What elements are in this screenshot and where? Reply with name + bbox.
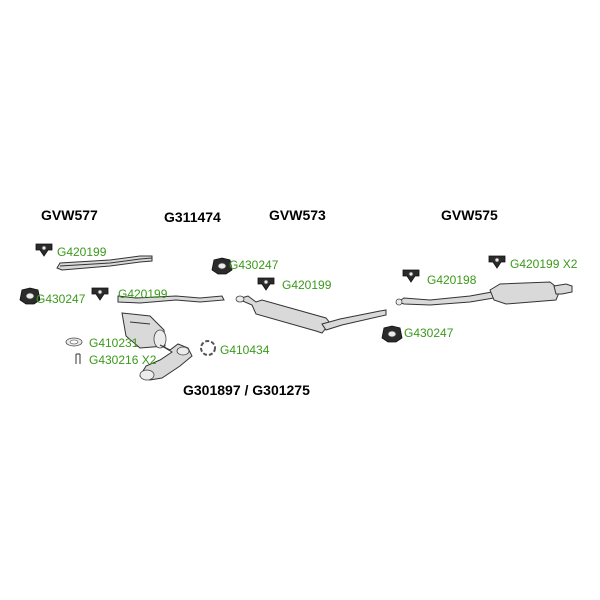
section-title-gvw577: GVW577 — [41, 207, 98, 223]
catalytic-converter-g311474[interactable] — [117, 295, 225, 349]
part-label-g420199[interactable]: G420199 X2 — [510, 257, 578, 271]
part-label-g410434[interactable]: G410434 — [220, 343, 270, 357]
part-label-g410231[interactable]: G410231 — [89, 336, 139, 350]
hanger-icon[interactable] — [488, 255, 506, 269]
rubber-ring-icon[interactable] — [381, 325, 403, 343]
hanger-icon[interactable] — [402, 269, 420, 283]
hanger-icon[interactable] — [91, 287, 109, 301]
clamp-icon[interactable] — [75, 353, 81, 364]
section-title-gvw575: GVW575 — [441, 207, 498, 223]
part-label-g420199[interactable]: G420199 — [118, 287, 168, 301]
part-label-g430247[interactable]: G430247 — [229, 258, 279, 272]
section-title-front-pipe: G301897 / G301275 — [183, 382, 310, 398]
rear-silencer-gvw575[interactable] — [395, 281, 573, 306]
part-label-g430247[interactable]: G430247 — [404, 326, 454, 340]
rubber-ring-icon[interactable] — [19, 287, 41, 305]
part-label-g430247[interactable]: G430247 — [36, 292, 86, 306]
part-label-g420199[interactable]: G420199 — [57, 245, 107, 259]
section-title-gvw573: GVW573 — [269, 207, 326, 223]
rubber-ring-icon[interactable] — [211, 257, 233, 275]
gasket-ring-icon[interactable] — [200, 340, 216, 356]
hanger-icon[interactable] — [257, 277, 275, 291]
section-title-g311474: G311474 — [164, 209, 221, 225]
hanger-icon[interactable] — [35, 243, 53, 257]
front-pipe-g301897[interactable] — [139, 343, 193, 381]
part-label-g420198[interactable]: G420198 — [427, 273, 477, 287]
gasket-icon[interactable] — [65, 337, 83, 347]
part-label-g430216[interactable]: G430216 X2 — [89, 353, 157, 367]
middle-silencer-gvw573[interactable] — [235, 295, 387, 334]
part-label-g420199[interactable]: G420199 — [282, 278, 332, 292]
pipe-gvw577[interactable] — [56, 255, 153, 271]
